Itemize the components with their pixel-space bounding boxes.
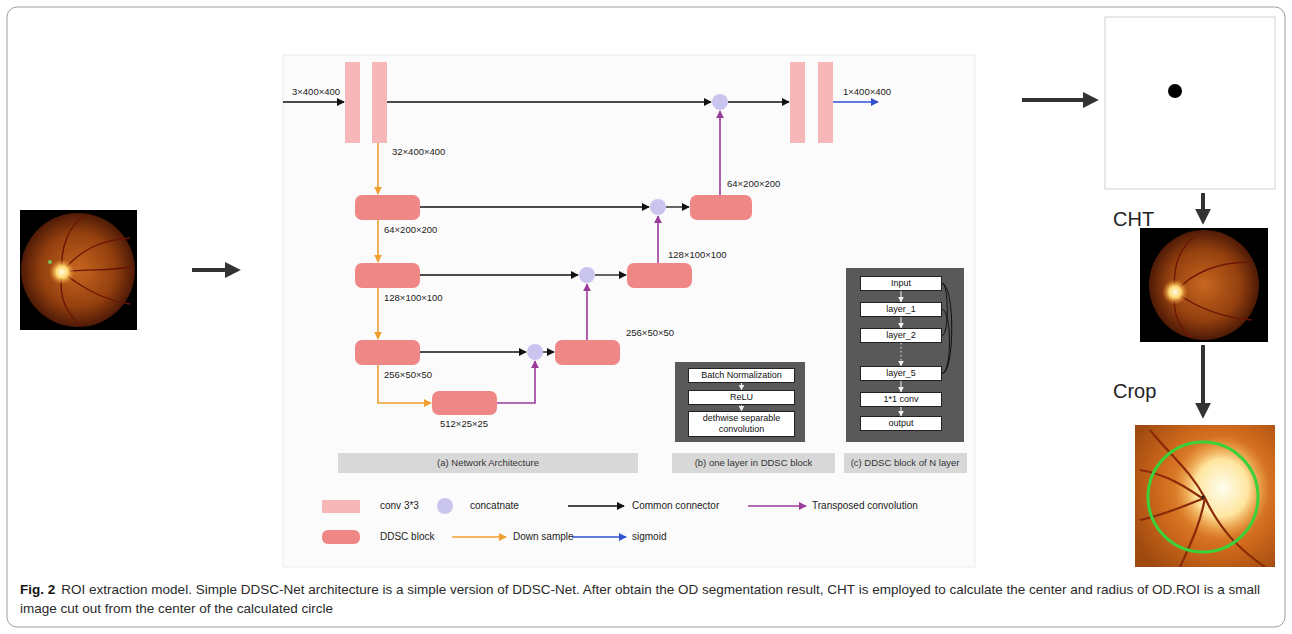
- node-text: Batch Normalization: [691, 370, 792, 381]
- network-panel: [283, 55, 975, 567]
- tensor-size: 32×400×400: [392, 146, 445, 157]
- fundus-image: [1140, 228, 1268, 342]
- step-name: CHT: [1113, 207, 1154, 231]
- flow-connector: [901, 381, 902, 392]
- tensor-size: 64×200×200: [727, 178, 780, 189]
- tensor-size: 256×50×50: [626, 327, 674, 338]
- figure-frame: [7, 7, 1285, 627]
- flow-arrow: [1022, 98, 1094, 102]
- layer-step-box: Batch Normalization: [688, 368, 795, 383]
- figure-number: Fig. 2: [20, 582, 55, 597]
- tensor-size: 1×400×400: [843, 86, 891, 97]
- panel-caption-band: (c) DDSC block of N layer: [844, 453, 967, 473]
- tensor-size: 256×50×50: [384, 369, 432, 380]
- block-step-box: Input: [860, 276, 942, 291]
- fundus-image: [20, 210, 137, 330]
- node-text: layer_1: [863, 304, 939, 315]
- legend-swatch: [437, 498, 453, 514]
- block-step-box: layer_2: [860, 328, 942, 343]
- block-step-box: output: [860, 416, 942, 431]
- node-text: (c) DDSC block of N layer: [850, 453, 961, 473]
- tensor-size: 512×25×25: [440, 418, 488, 429]
- block-step-box: 1*1 conv: [860, 392, 942, 407]
- caption-text: ROI extraction model. Simple DDSC-Net ar…: [20, 582, 1260, 616]
- tensor-size: 64×200×200: [384, 224, 437, 235]
- layer-step-box: ReLU: [688, 390, 795, 405]
- flow-connector: [901, 343, 902, 366]
- layer-step-box: dethwise separable convolution: [688, 411, 795, 437]
- legend-text: sigmoid: [632, 531, 666, 543]
- node-text: layer_2: [863, 330, 939, 341]
- dense-connection: [942, 310, 950, 374]
- block-step-box: layer_1: [860, 302, 942, 317]
- flow-connector: [741, 383, 742, 390]
- roi-crop: [1135, 425, 1275, 567]
- step-name: Crop: [1113, 379, 1156, 403]
- legend-text: Transposed convolution: [812, 500, 918, 512]
- legend-swatch: [322, 500, 360, 513]
- legend-text: DDSC block: [380, 531, 434, 543]
- legend-text: Down sample: [513, 531, 574, 543]
- flow-connector: [901, 291, 902, 302]
- node-text: output: [863, 418, 939, 429]
- node-text: (b) one layer in DDSC block: [678, 453, 829, 473]
- node-text: ReLU: [691, 392, 792, 403]
- flow-connector: [901, 407, 902, 416]
- legend-text: conv 3*3: [380, 500, 419, 512]
- flow-connector: [901, 317, 902, 328]
- panel-caption-band: (a) Network Architecture: [338, 453, 638, 473]
- caption-block: Fig. 2ROI extraction model. Simple DDSC-…: [20, 580, 1275, 618]
- block-panel: [846, 268, 964, 442]
- dense-connection: [942, 284, 952, 374]
- node-text: (a) Network Architecture: [344, 453, 632, 473]
- tensor-size: 128×100×100: [668, 249, 727, 260]
- node-text: layer_5: [863, 368, 939, 379]
- legend-text: Common connector: [632, 500, 719, 512]
- node-text: 1*1 conv: [863, 394, 939, 405]
- dense-connection: [942, 284, 947, 336]
- tensor-size: 128×100×100: [384, 292, 443, 303]
- legend-swatch: [322, 530, 360, 544]
- panel-caption-band: (b) one layer in DDSC block: [672, 453, 835, 473]
- block-step-box: layer_5: [860, 366, 942, 381]
- layer-panel: [675, 362, 805, 442]
- legend-text: concatnate: [470, 500, 519, 512]
- flow-arrow: [1201, 193, 1205, 220]
- node-text: dethwise separable convolution: [691, 413, 792, 435]
- node-text: Input: [863, 278, 939, 289]
- flow-arrow: [192, 268, 236, 272]
- tensor-size: 3×400×400: [292, 86, 340, 97]
- flow-arrow: [1201, 345, 1205, 414]
- segmentation-mask: [1105, 17, 1275, 189]
